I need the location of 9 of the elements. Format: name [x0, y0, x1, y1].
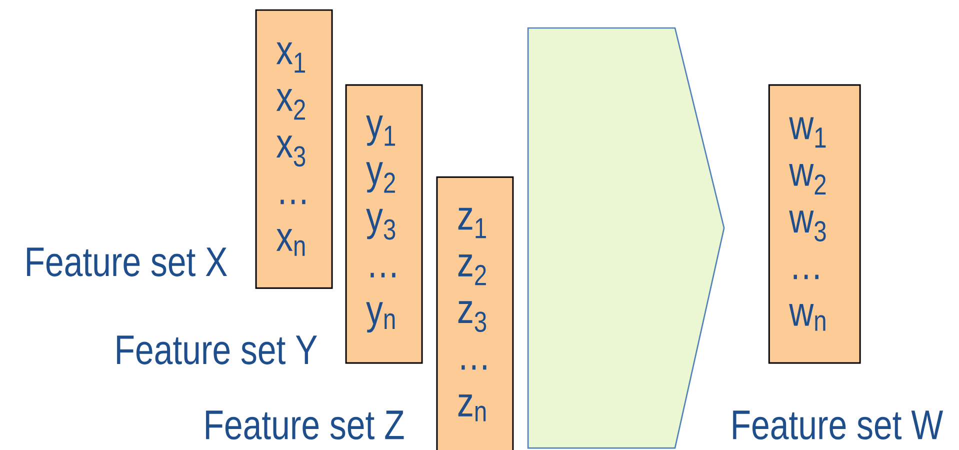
feature-column: y$_{1}$ y$_{2}$ y$_{3}$ … y$_{n}$ [345, 84, 423, 364]
set-label: Feature set X [27, 248, 227, 276]
feature-column: z$_{1}$ z$_{2}$ z$_{3}$ … z$_{n}$ [436, 176, 514, 450]
feature-column: x$_{1}$ x$_{2}$ x$_{3}$ … x$_{n}$ [255, 9, 333, 289]
set-label: Feature set W [733, 410, 944, 440]
set-label: Feature set Y [117, 336, 317, 364]
pentagon-arrow [527, 27, 725, 449]
set-label: Feature set Z [206, 410, 404, 440]
feature-column: w$_{1}$ w$_{2}$ w$_{3}$ … w$_{n}$ [768, 84, 861, 364]
